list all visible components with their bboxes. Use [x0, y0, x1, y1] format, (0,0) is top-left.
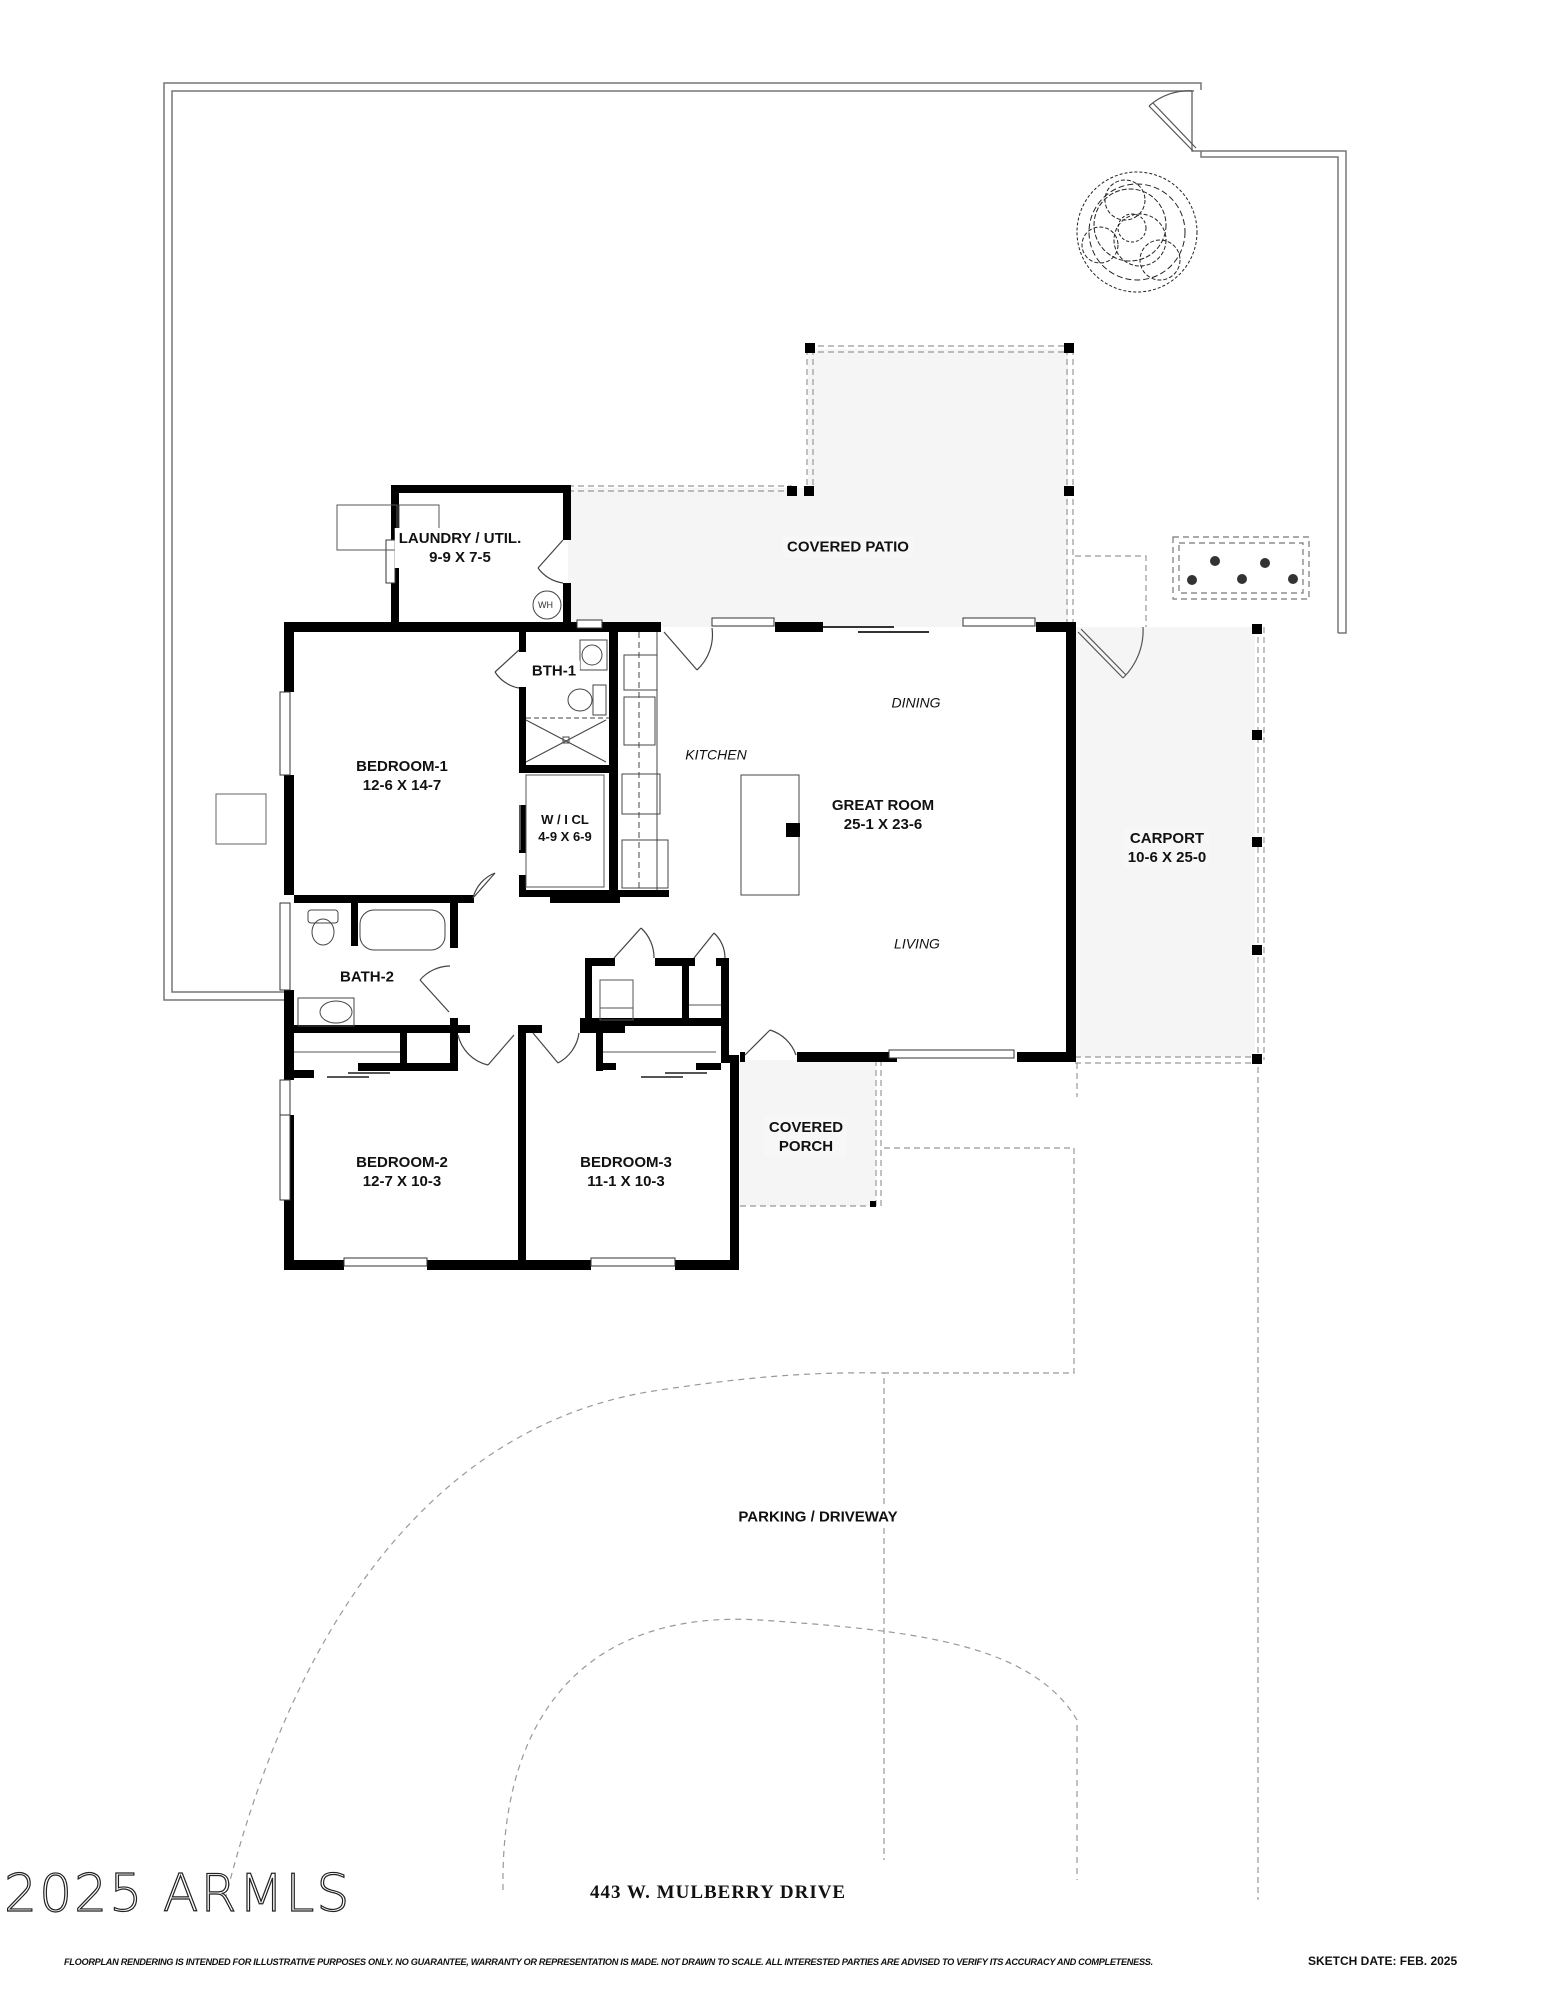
room-dims: 11-1 X 10-3 [587, 1173, 665, 1190]
room-label-laundry: LAUNDRY / UTIL. 9-9 X 7-5 [394, 528, 526, 568]
area-label-dining: DINING [891, 694, 941, 711]
covered-patio-area [568, 349, 1068, 627]
interior-walls [294, 627, 739, 1270]
room-dims: 10-6 X 25-0 [1127, 849, 1207, 866]
yard-pad [215, 793, 267, 845]
area-label-kitchen: KITCHEN [685, 746, 747, 763]
water-heater-icon [532, 590, 562, 620]
room-dims: 4-9 X 6-9 [538, 829, 592, 844]
exterior-walls [284, 485, 1076, 1270]
driveway-outline [224, 1372, 1078, 1901]
room-name: BEDROOM-1 [356, 758, 448, 775]
room-label-carport: CARPORT 10-6 X 25-0 [1123, 828, 1211, 868]
room-label-bedroom2: BEDROOM-2 12-7 X 10-3 [352, 1152, 452, 1192]
sketch-date: SKETCH DATE: FEB. 2025 [1308, 1954, 1458, 1968]
patio-posts [787, 343, 1074, 496]
room-name: GREAT ROOM [831, 797, 935, 814]
room-label-bedroom1: BEDROOM-1 12-6 X 14-7 [352, 756, 452, 796]
water-heater-label: WH [538, 600, 553, 610]
room-name-line2: PORCH [778, 1138, 834, 1155]
windows [279, 539, 1036, 1267]
room-name: LAUNDRY / UTIL. [398, 530, 522, 547]
patio-beams [568, 345, 1147, 627]
room-dims: 12-7 X 10-3 [362, 1173, 442, 1190]
planter-bed [1172, 536, 1310, 600]
kitchen-cabinets [621, 632, 800, 896]
room-name: BEDROOM-3 [580, 1154, 672, 1171]
area-label-living: LIVING [894, 935, 940, 952]
shrub-icons [1187, 556, 1298, 585]
room-label-wicl: W / I CL 4-9 X 6-9 [534, 810, 596, 846]
watermark: 2025 ARMLS [3, 1864, 352, 1924]
room-name: W / I CL [541, 812, 589, 827]
room-label-covered-porch: COVERED PORCH [764, 1117, 848, 1157]
bath-fixtures [297, 639, 609, 1027]
room-label-bedroom3: BEDROOM-3 11-1 X 10-3 [576, 1152, 676, 1192]
disclaimer-text: FLOORPLAN RENDERING IS INTENDED FOR ILLU… [64, 1957, 1153, 1967]
room-name: COVERED [768, 1119, 844, 1136]
area-label-parking: PARKING / DRIVEWAY [734, 1506, 902, 1528]
room-dims: 9-9 X 7-5 [429, 549, 491, 566]
carport-door [1077, 626, 1144, 679]
yard-boundary [163, 82, 1347, 1001]
room-label-great-room: GREAT ROOM 25-1 X 23-6 [827, 795, 939, 835]
room-dims: 25-1 X 23-6 [843, 816, 923, 833]
room-label-bath2: BATH-2 [336, 966, 398, 988]
property-address: 443 W. MULBERRY DRIVE [590, 1882, 847, 1903]
carport-posts [1252, 624, 1262, 1064]
doors [419, 539, 797, 1066]
room-label-covered-patio: COVERED PATIO [783, 536, 913, 558]
room-name: BEDROOM-2 [356, 1154, 448, 1171]
room-dims: 12-6 X 14-7 [362, 777, 442, 794]
tree-icon [1076, 171, 1198, 293]
room-name: CARPORT [1129, 830, 1205, 847]
yard-gate-door [1148, 90, 1197, 152]
room-label-bth1: BTH-1 [527, 660, 581, 682]
